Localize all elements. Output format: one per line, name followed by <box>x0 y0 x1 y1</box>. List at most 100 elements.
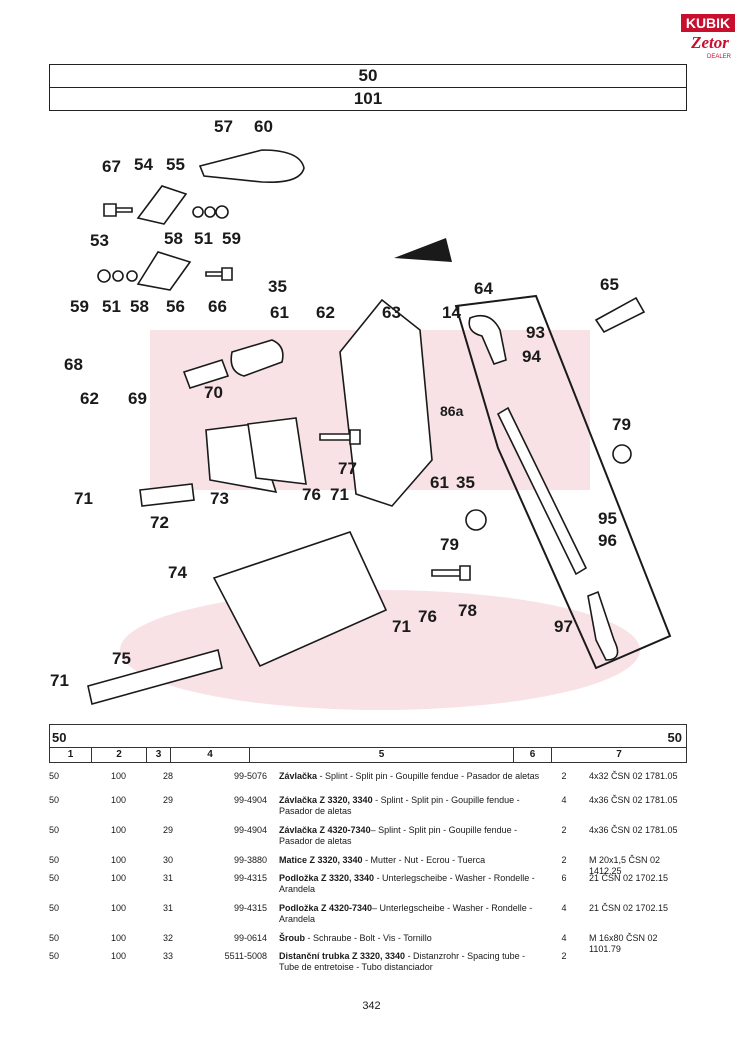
pin-part <box>139 483 195 507</box>
cell-quantity: 6 <box>561 873 567 883</box>
label-73: 73 <box>210 489 229 508</box>
washer-part <box>192 206 204 218</box>
label-71d: 71 <box>50 671 69 690</box>
cell-c4: 99-3880 <box>233 855 267 865</box>
bolt-part <box>103 203 133 217</box>
label-78: 78 <box>458 601 477 620</box>
part-name: Závlačka Z 4320-7340 <box>279 825 371 835</box>
cell-c4: 99-4904 <box>233 825 267 835</box>
cell-c1: 50 <box>49 771 60 781</box>
col-header-6: 6 <box>514 748 552 762</box>
label-35: 35 <box>268 277 287 296</box>
cell-quantity: 2 <box>561 825 567 835</box>
cell-specification: M 20x1,5 ČSN 02 1412.25 <box>589 855 661 876</box>
pin-part <box>87 649 223 705</box>
cell-c2: 100 <box>110 855 127 865</box>
cell-c2: 100 <box>110 825 127 835</box>
cell-c3: 31 <box>162 903 173 913</box>
cell-c3: 29 <box>162 825 173 835</box>
label-58: 58 <box>164 229 183 248</box>
bolt-part <box>319 429 361 445</box>
cell-c3: 33 <box>162 951 173 961</box>
part-translation: - Mutter - Nut - Ecrou - Tuerca <box>362 855 486 865</box>
cell-c4: 99-0614 <box>233 933 267 943</box>
label-51: 51 <box>194 229 213 248</box>
label-65: 65 <box>600 275 619 294</box>
cell-description: Podložka Z 3320, 3340 - Unterlegscheibe … <box>273 873 543 901</box>
cell-c2: 100 <box>110 933 127 943</box>
label-54: 54 <box>134 155 153 174</box>
col-header-2: 2 <box>92 748 147 762</box>
label-75: 75 <box>112 649 131 668</box>
label-77: 77 <box>338 459 357 478</box>
top-link-eye <box>468 314 507 365</box>
cell-c3: 29 <box>162 795 173 805</box>
top-link-rod <box>496 406 588 576</box>
cell-specification: M 16x80 ČSN 02 1101.79 <box>589 933 658 954</box>
table-group-row: 50 50 <box>49 724 687 748</box>
cell-c1: 50 <box>49 873 60 883</box>
washer-part <box>204 206 216 218</box>
cell-c1: 50 <box>49 933 60 943</box>
cell-c1: 50 <box>49 795 60 805</box>
cell-c4: 99-4315 <box>233 873 267 883</box>
cell-c3: 30 <box>162 855 173 865</box>
part-name: Podložka Z 4320-7340 <box>279 903 373 913</box>
bracket-part <box>339 298 433 507</box>
label-94: 94 <box>522 347 541 366</box>
cell-description: Šroub - Schraube - Bolt - Vis - Tornillo <box>273 933 543 949</box>
label-58b: 58 <box>130 297 149 316</box>
bracket-part <box>136 185 188 225</box>
label-79b: 79 <box>440 535 459 554</box>
label-67: 67 <box>102 157 121 176</box>
part-name: Závlačka Z 3320, 3340 <box>279 795 373 805</box>
cell-c3: 28 <box>162 771 173 781</box>
direction-arrow <box>394 238 452 262</box>
bolt-part <box>205 267 233 281</box>
label-76b: 76 <box>418 607 437 626</box>
washer-part <box>215 205 229 219</box>
part-translation: - Splint - Split pin - Goupille fendue -… <box>317 771 540 781</box>
label-97: 97 <box>554 617 573 636</box>
bracket-part <box>136 251 192 291</box>
bolt-part <box>431 565 471 581</box>
cell-c2: 100 <box>110 951 127 961</box>
cap-part <box>612 444 632 464</box>
cell-specification <box>585 951 687 979</box>
cell-quantity: 4 <box>561 795 567 805</box>
cell-c3: 32 <box>162 933 173 943</box>
part-translation: – Splint - Split pin - Goupille fendue -… <box>279 825 518 846</box>
table-group-right: 50 <box>667 730 682 745</box>
subgroup-number: 101 <box>353 89 383 108</box>
lever-part <box>198 149 305 184</box>
label-93: 93 <box>526 323 545 342</box>
part-name: Distanční trubka Z 3320, 3340 <box>279 951 406 961</box>
part-labels: 57 60 67 54 55 53 58 51 59 59 51 58 56 6… <box>50 117 631 690</box>
cell-c1: 50 <box>49 903 60 913</box>
cell-c3: 31 <box>162 873 173 883</box>
label-68: 68 <box>64 355 83 374</box>
bracket-part <box>212 531 388 668</box>
label-51b: 51 <box>102 297 121 316</box>
cell-specification: 21 ČSN 02 1702.15 <box>589 903 669 913</box>
logo-tag: DEALER <box>707 54 732 60</box>
cell-specification: 21 ČSN 02 1702.15 <box>589 873 669 883</box>
label-61b: 61 <box>430 473 449 492</box>
cell-c2: 100 <box>110 873 127 883</box>
pin-part <box>594 296 646 334</box>
bushing-part <box>230 339 284 377</box>
cell-specification: 4x36 ČSN 02 1781.05 <box>589 825 678 835</box>
label-63: 63 <box>382 303 401 322</box>
col-header-1: 1 <box>50 748 92 762</box>
cell-c2: 100 <box>110 903 127 913</box>
logo-sub: Zetor <box>690 33 729 52</box>
label-60: 60 <box>254 117 273 136</box>
cell-c2: 100 <box>110 795 127 805</box>
label-56: 56 <box>166 297 185 316</box>
kubik-zetor-logo: KUBIK Zetor DEALER <box>679 10 737 62</box>
